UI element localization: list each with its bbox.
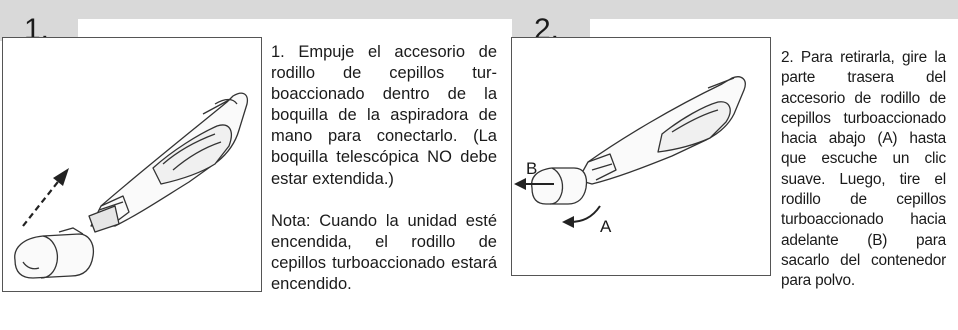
- step-2-tab: [512, 19, 590, 41]
- step-2-instruction: 2. Para retirarla, gire la parte trasera…: [781, 49, 946, 290]
- step-1-tab: [0, 19, 78, 41]
- label-b: B: [526, 159, 537, 178]
- step-2-illustration: B A: [511, 37, 771, 276]
- label-a: A: [600, 217, 612, 236]
- vacuum-illustration-1: [14, 92, 249, 279]
- rotate-arrow-icon: [562, 205, 601, 228]
- step-1-instruction: 1. Empuje el accesorio de rodillo de cep…: [271, 43, 497, 188]
- vacuum-illustration-2: B A: [514, 76, 746, 236]
- step-1-caption: 1. Empuje el accesorio de rodillo de cep…: [271, 42, 497, 295]
- insert-arrow-icon: [22, 168, 69, 227]
- header-band: [0, 0, 958, 19]
- pull-arrow-icon: [514, 178, 554, 190]
- step-2-caption: 2. Para retirarla, gire la parte trasera…: [781, 48, 946, 292]
- step-1-illustration: [2, 37, 262, 292]
- step-1-note: Nota: Cuando la unidad esté encendida, e…: [271, 211, 497, 293]
